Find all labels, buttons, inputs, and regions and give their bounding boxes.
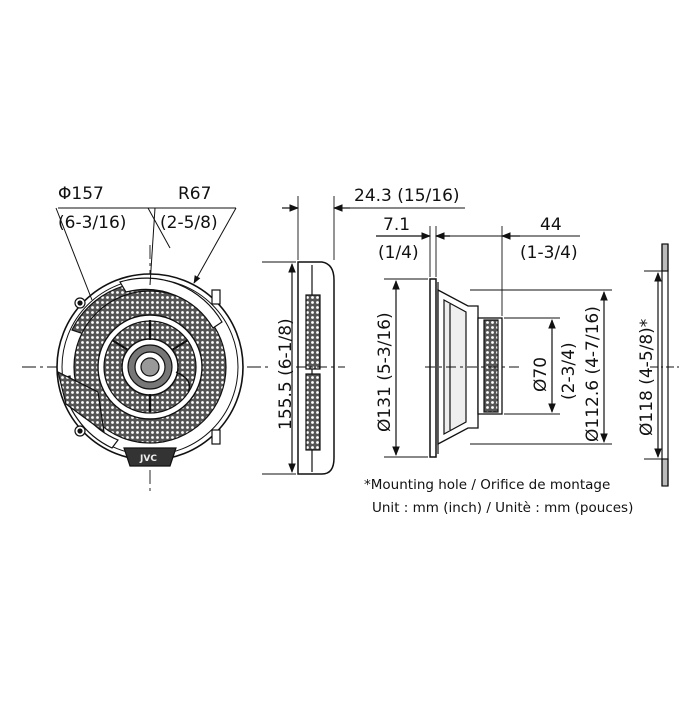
magnet-in: (2-3/4) [559,342,579,400]
front-view [22,207,270,495]
flange-in: (1/4) [378,243,419,263]
mounting-hole-view [644,243,680,487]
depth-mm: 44 [540,215,562,235]
front-diameter-in: (6-3/16) [58,213,126,233]
front-radius-mm: R67 [178,184,211,204]
magnet-mm: Ø70 [531,357,551,392]
profile-view [376,226,612,458]
depth-in: (1-3/4) [520,243,578,263]
brand-logo: JVC [139,454,157,464]
mounting-hole-label: Ø118 (4-5/8)* [637,319,657,436]
flange-mm: 7.1 [383,215,410,235]
basket-diameter-label: Ø112.6 (4-7/16) [583,306,603,442]
front-radius-in: (2-5/8) [160,213,218,233]
outer-diameter-label: Ø131 (5-3/16) [375,312,395,432]
side-view [262,196,465,475]
side-height-label: 155.5 (6-1/8) [276,318,296,430]
side-depth-label: 24.3 (15/16) [354,186,460,206]
mounting-note: *Mounting hole / Orifice de montage [364,477,610,493]
front-diameter-mm: Φ157 [58,184,104,204]
unit-note: Unit : mm (inch) / Unitè : mm (pouces) [372,500,633,516]
